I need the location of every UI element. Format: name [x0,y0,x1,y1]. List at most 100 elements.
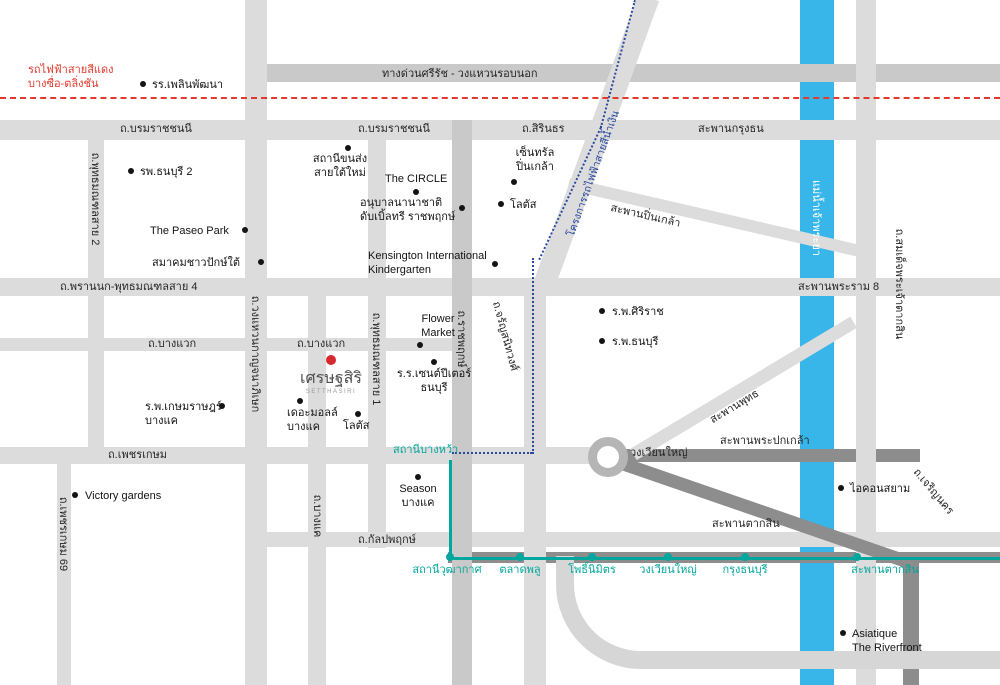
label-bangwaek-center: ถ.บางแวก [297,338,346,350]
poi-paseo-park: The Paseo Park [150,224,248,238]
poi-dot [258,259,264,265]
blue-line-seg3 [532,258,534,454]
poi-lotus-bangkae: โลตัส [343,411,370,433]
green-line-horizontal [449,557,1000,560]
poi-dot [140,81,146,87]
label-phrannok: ถ.พรานนก-พุทธมณฑลสาย 4 [60,281,198,293]
label-taksin-road: ถ.สมเด็จพระเจ้าตากสิน [893,228,905,340]
road-bangkae [308,278,326,685]
label-station-krung-thonburi: กรุงธนบุรี [722,564,768,576]
label-phetkasem69: ถ.เพชรเกษม 69 [57,496,69,572]
label-phutthamonthon1: ถ.พุทธมณฑลสาย 1 [370,312,382,406]
label-sirindhorn: ถ.สิรินธร [522,123,565,135]
poi-dot [72,492,78,498]
wongwian-yai-roundabout [588,437,628,477]
poi-st-peter-school: ร.ร.เซนต์ปีเตอร์ ธนบุรี [395,359,473,396]
poi-dot [459,205,465,211]
label-kanlapaphruek: ถ.กัลปพฤกษ์ [358,534,416,546]
red-line-track [0,97,1000,99]
road-kanchanaphisek [245,0,267,685]
blue-line-seg4 [452,452,532,454]
poi-kensington-kindergarten: Kensington International Kindergarten [368,249,498,278]
project-name: เศรษฐสิริ [300,368,362,387]
green-line-vertical [449,460,452,560]
road-east-bank [856,0,876,685]
poi-siriraj-hospital: ร.พ.ศิริราช [599,305,664,319]
poi-dot [492,261,498,267]
poi-asiatique: Asiatique The Riverfront [840,627,922,656]
station-dot-talat-phlu [516,553,524,561]
label-kanchanaphisek: ถ.วงแหวนกาญจนาภิเษก [249,295,261,413]
poi-dot [242,227,248,233]
label-krungthon-bridge: สะพานกรุงธน [698,123,764,135]
poi-dot [840,630,846,636]
poi-dot [128,168,134,174]
label-station-wongwian-yai: วงเวียนใหญ่ [639,564,697,576]
road-phetkasem [0,447,592,464]
label-phutthamonthon2: ถ.พุทธมณฑลสาย 2 [89,152,101,246]
poi-ploenpattana: รร.เพลินพัฒนา [140,78,223,92]
red-line-label: รถไฟฟ้าสายสีแดง บางซื่อ-ตลิ่งชัน [28,64,114,90]
poi-thonburi2-hospital: รพ.ธนบุรี 2 [128,165,193,179]
label-charoennakhon: ถ.เจริญนคร [910,466,956,517]
label-wongwian-yai: วงเวียนใหญ่ [630,447,688,459]
road-charan-south [524,285,546,685]
poi-dot [297,398,303,404]
station-dot-krung-thonburi [741,553,749,561]
station-dot-pho-nimit [588,553,596,561]
road-phutthamonthon-sai2 [88,120,104,458]
poi-thonburi-hospital: ร.พ.ธนบุรี [599,335,658,349]
label-borom-center: ถ.บรมราชชนนี [358,123,430,135]
poi-sai-tai-mai-terminal: สถานีขนส่ง สายใต้ใหม่ [300,145,380,181]
label-taksin-bridge: สะพานตากสิน [712,518,780,530]
poi-dot [511,179,517,185]
poi-dot [599,308,605,314]
label-bangwaek-west: ถ.บางแวก [148,338,197,350]
poi-the-circle: The CIRCLE [385,172,447,195]
label-bangkae-road: ถ.บางแค [311,494,323,538]
road-ratchaphruek [452,120,472,685]
poi-lotus-pinklao: โลตัส [498,198,537,212]
poi-dot [355,411,361,417]
poi-kasemrad-bangkae: ร.พ.เกษมราษฎร์ บางแค [145,400,225,429]
label-charansanitwong: ถ.จรัญสนิทวงศ์ [489,300,521,373]
station-dot-wongwian-yai [664,553,672,561]
label-station-pho-nimit: โพธิ์นิมิตร [568,564,616,576]
poi-dot [431,359,437,365]
label-phrapokklao-bridge: สะพานพระปกเกล้า [720,435,810,447]
road-southeast-curve [556,556,1000,669]
poi-pakstai-association: สมาคมชาวปักษ์ใต้ [152,256,264,270]
poi-dot [599,338,605,344]
poi-central-pinklao: เซ็นทรัล ปิ่นเกล้า [505,146,565,185]
poi-victory-gardens: Victory gardens [72,489,161,503]
poi-dot [838,485,844,491]
label-expressway: ทางด่วนศรีรัช - วงแหวนรอบนอก [382,68,538,80]
station-dot-saphan-taksin [853,553,861,561]
poi-season-bangkae: Season บางแค [393,474,443,511]
station-dot-wutthakat [446,553,454,561]
label-phetkasem: ถ.เพชรเกษม [108,449,168,461]
label-station-talat-phlu: ตลาดพลู [499,564,541,576]
poi-dot [219,403,225,409]
road-phutthamonthon-sai1 [368,120,386,548]
poi-the-mall-bangkae: เดอะมอลล์ บางแค [287,398,338,435]
label-chao-phraya: แม่น้ำเจ้าพระยา [810,179,822,257]
label-rama8-bridge: สะพานพระราม 8 [798,281,880,293]
label-borom-west: ถ.บรมราชชนนี [120,123,192,135]
poi-anuban-doubletree: อนุบาลนานาชาติ ดับเบิ้ลทรี ราชพฤกษ์ [360,196,465,225]
project-subtitle: SETTHASIRI [305,388,357,395]
label-station-wutthakat: สถานีวุฒากาศ [412,564,482,576]
poi-dot [413,189,419,195]
poi-dot [415,474,421,480]
label-station-saphan-taksin: สะพานตากสิน [851,564,919,576]
project-pin-icon [326,355,336,365]
project-marker: เศรษฐสิริ SETTHASIRI [295,355,367,397]
poi-dot [345,145,351,151]
road-phetkasem69 [57,455,71,685]
label-bangwa-station: สถานีบางหว้า [393,444,459,456]
poi-flower-market: Flower Market [415,312,461,348]
poi-iconsiam: ไอคอนสยาม [838,482,910,496]
road-phrapokklao-bridge [622,449,920,462]
road-bangwaek [0,338,470,351]
